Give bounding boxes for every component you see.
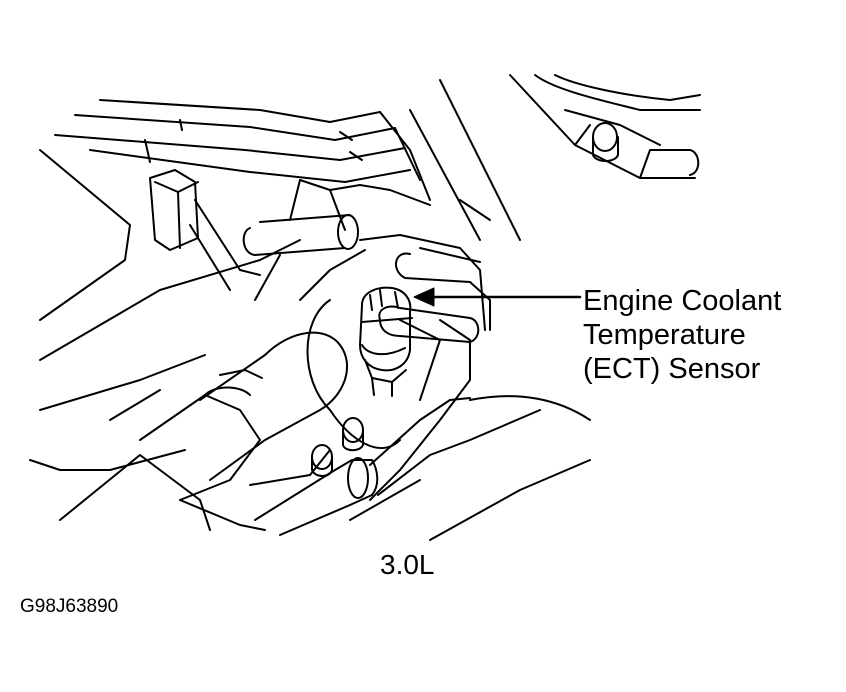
engine-size-caption: 3.0L xyxy=(380,549,435,580)
lower-hose xyxy=(255,398,540,535)
hand-and-arm xyxy=(60,333,347,530)
hose-center xyxy=(244,180,358,300)
coolant-pipe xyxy=(379,248,490,342)
ect-label-line-2: Temperature xyxy=(583,319,746,351)
ect-label-line-1: Engine Coolant xyxy=(583,285,782,317)
intake-manifold-rails xyxy=(55,100,430,230)
left-body-panel xyxy=(30,150,300,470)
electrical-connector xyxy=(150,170,198,250)
ect-label-line-3: (ECT) Sensor xyxy=(583,353,761,385)
ect-callout-arrow xyxy=(413,287,580,307)
thermostat-housing xyxy=(300,235,485,500)
upper-right-component xyxy=(510,75,700,178)
housing-bolts xyxy=(312,123,618,476)
right-side-lines xyxy=(350,80,590,540)
figure-code: G98J63890 xyxy=(20,596,119,617)
ect-sensor-label: Engine Coolant Temperature (ECT) Sensor xyxy=(583,284,781,386)
ect-sensor xyxy=(360,288,412,396)
